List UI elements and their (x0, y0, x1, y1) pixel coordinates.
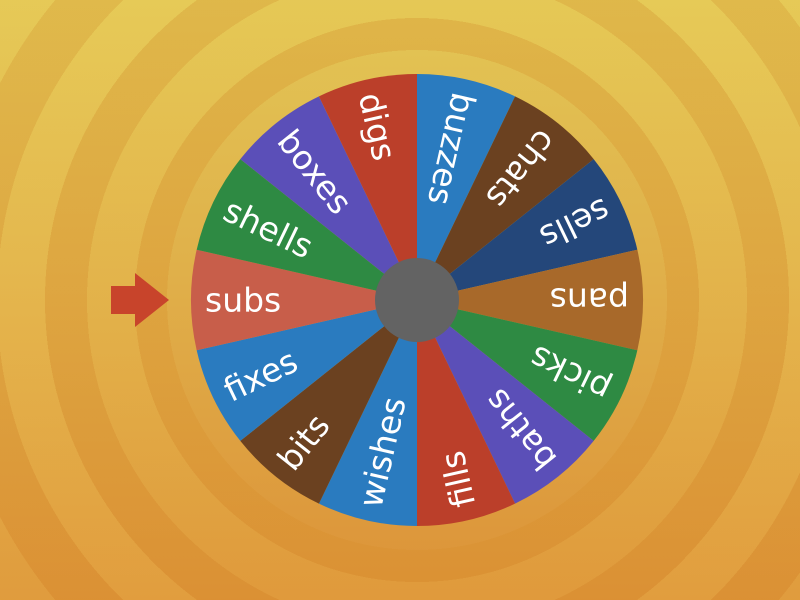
wheel-segment-subs[interactable]: subs (191, 249, 417, 351)
wheel-segments: buzzeschatssellspanspicksbathsfillswishe… (191, 73, 643, 526)
segment-slice (417, 300, 638, 441)
segment-slice (417, 300, 516, 526)
wheel-segment-sells[interactable]: sells (417, 159, 638, 300)
segment-slice (318, 73, 417, 300)
wheel-segment-fixes[interactable]: fixes (196, 300, 417, 441)
segment-slice (417, 159, 638, 300)
segment-slice (318, 300, 417, 526)
segment-label: pans (550, 281, 629, 320)
segment-slice (417, 73, 516, 300)
wheel-segment-bits[interactable]: bits (240, 300, 417, 504)
segment-slice (196, 159, 417, 300)
segment-label: subs (205, 281, 281, 320)
wheel-segment-digs[interactable]: digs (318, 73, 417, 300)
segment-slice (240, 96, 417, 300)
segment-slice (240, 300, 417, 504)
segment-slice (417, 96, 594, 300)
wheel-segment-pans[interactable]: pans (417, 249, 643, 351)
segment-slice (196, 300, 417, 441)
segment-slice (417, 300, 594, 504)
segment-slice (417, 249, 643, 351)
wheel-segment-buzzes[interactable]: buzzes (417, 73, 516, 300)
segment-slice (191, 249, 417, 351)
arrow-right-icon (111, 273, 169, 327)
wheel-hub[interactable] (375, 258, 459, 342)
wheel-segment-fills[interactable]: fills (417, 300, 516, 526)
